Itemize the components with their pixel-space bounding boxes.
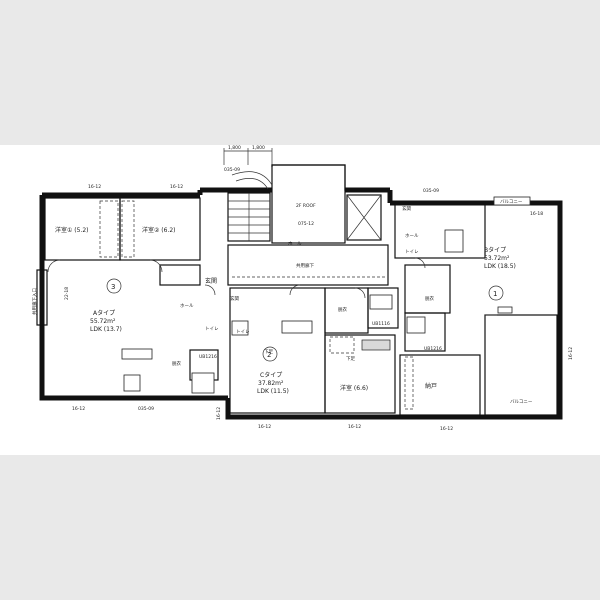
dim-right-vert: 16-12: [568, 347, 574, 360]
dim-center-vert: 16-12: [216, 407, 222, 420]
top-dimension: 1,800 1,800: [223, 145, 273, 165]
unit-a-num: 3: [111, 283, 115, 291]
dim-top-right: 1,800: [228, 145, 241, 151]
unit-c-area: 37.82m²: [258, 380, 284, 387]
hall-a: ホール: [180, 303, 194, 309]
dim-bottom-right: 16-12: [440, 426, 453, 432]
entry-a: 玄関: [205, 277, 217, 285]
dim-bottom-mid: 16-12: [258, 424, 271, 430]
unit-a-type: Aタイプ: [93, 309, 115, 317]
unit-b-area: 53.72m²: [484, 255, 510, 262]
room-storage: 納戸: [425, 382, 437, 390]
wash-b: 脱衣: [425, 295, 434, 302]
toilet-a: トイレ: [205, 327, 219, 332]
elevator: [346, 194, 382, 241]
corridor: 共用廊下: [227, 244, 389, 286]
roof-area: 2F ROOF 075-12 035-09 035-09: [224, 164, 439, 244]
toilet-b: トイレ: [405, 250, 419, 255]
stair-note: ホール: [288, 241, 302, 247]
unit-c-num: 2: [267, 351, 271, 359]
balcony-a: バルコニー: [510, 399, 533, 405]
floor-plan: 1,800 1,800 2F ROOF 075-12 035-09 035-09: [31, 145, 574, 432]
wash-a: 脱衣: [172, 360, 181, 367]
code-top-b: 035-09: [423, 188, 439, 194]
room-western1: 洋室① (5.2): [55, 226, 89, 234]
hall-b: ホール: [405, 233, 419, 239]
corridor-label: 共用廊下: [296, 262, 314, 269]
unit-a: 洋室① (5.2) 洋室② (6.2) 3 Aタイプ 55.72m² LDK (…: [31, 197, 219, 412]
unit-c-ldk: LDK (11.5): [257, 388, 289, 395]
dim-top-right2: 1,800: [252, 145, 265, 151]
unit-b-ldk: LDK (18.5): [484, 263, 516, 270]
unit-c-type: Cタイプ: [260, 371, 282, 379]
unit-b-type: Bタイプ: [484, 246, 506, 254]
shoe-b: 下足: [346, 356, 355, 362]
stairs: [227, 171, 273, 242]
dim-top-left: 16-12: [88, 184, 101, 190]
balcony-b: バルコニー: [500, 199, 523, 205]
dim-left-vert: 22-18: [64, 287, 70, 300]
roof-label: 2F ROOF: [296, 203, 316, 209]
door-swings: [47, 257, 426, 299]
dim-right-vert2: 16-18: [530, 211, 543, 217]
entry-b: 玄関: [402, 205, 411, 212]
room-western-c: 洋室 (6.6): [340, 384, 368, 392]
unit-b: 玄関 トイレ ホール 1 Bタイプ 53.72m² LDK (18.5) バルコ…: [394, 196, 574, 432]
toilet-c: トイレ: [236, 330, 250, 335]
ub-b: UB1216: [424, 346, 442, 352]
shoe-a: 下足: [264, 349, 273, 355]
code-bottom: 035-09: [138, 406, 154, 412]
wash-c: 脱衣: [338, 306, 347, 313]
dim-bottom-left: 16-12: [72, 406, 85, 412]
room-western2: 洋室② (6.2): [142, 226, 176, 234]
ub-a: UB1216: [199, 354, 217, 360]
code-top-a: 035-09: [224, 167, 240, 173]
unit-a-area: 55.72m²: [90, 318, 116, 325]
dim-bottom-mid2: 16-12: [348, 424, 361, 430]
note-left-side: 共用廊下入口: [31, 288, 38, 315]
unit-c: 2 Cタイプ 37.82m² LDK (11.5) 玄関 トイレ 下足 洋室 (…: [216, 287, 399, 430]
dim-top-mid: 16-12: [170, 184, 183, 190]
unit-a-ldk: LDK (13.7): [90, 326, 122, 333]
ub-c: UB1116: [372, 321, 390, 327]
floor-plan-sheet: 1,800 1,800 2F ROOF 075-12 035-09 035-09: [0, 145, 600, 455]
unit-b-num: 1: [493, 290, 497, 298]
stair-code: 075-12: [298, 221, 314, 227]
entry-c: 玄関: [230, 295, 239, 302]
